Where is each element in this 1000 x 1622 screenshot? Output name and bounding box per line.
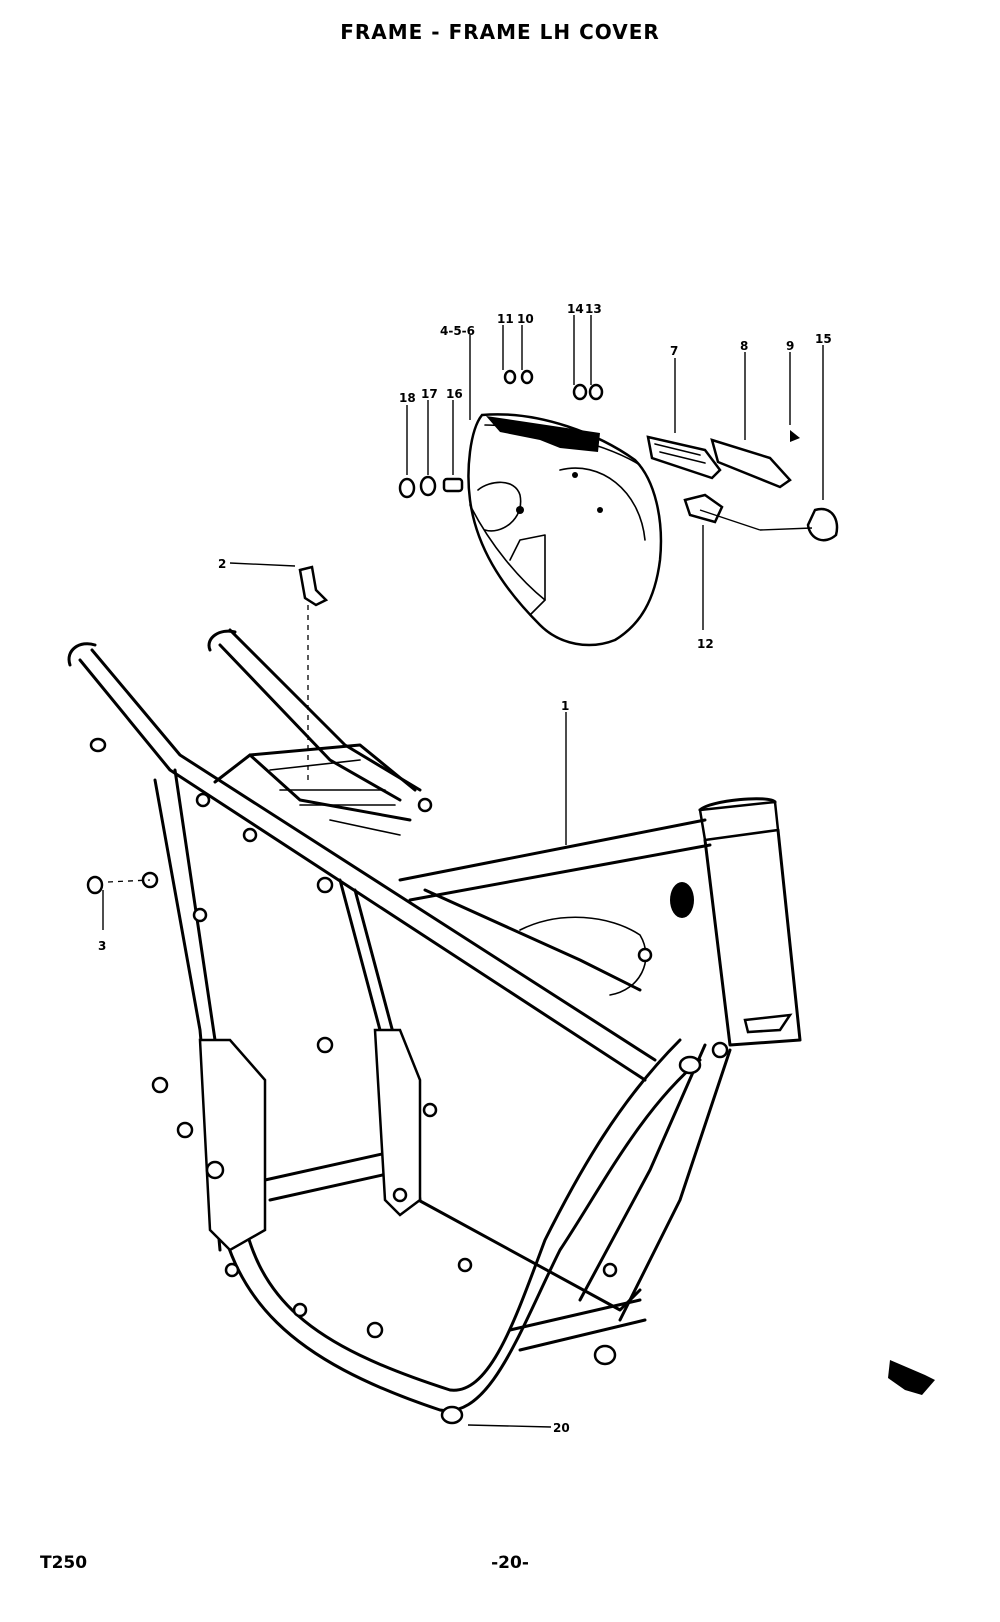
leader-lines <box>102 315 824 1428</box>
callout-3: 3 <box>98 939 106 953</box>
callout-15: 15 <box>815 332 832 346</box>
callout-18: 18 <box>399 391 416 405</box>
motorcycle-frame <box>67 628 802 1425</box>
callout-17: 17 <box>421 387 438 401</box>
callout-1: 1 <box>561 699 569 713</box>
callout-16: 16 <box>446 387 463 401</box>
callout-20: 20 <box>553 1421 570 1435</box>
callout-14: 14 <box>567 302 584 316</box>
page-title: FRAME - FRAME LH COVER <box>340 20 660 44</box>
callout-11: 11 <box>497 312 514 326</box>
part-2-clip <box>298 565 329 607</box>
model-code: T250 <box>40 1553 88 1573</box>
callout-7: 7 <box>670 344 678 358</box>
callout-13: 13 <box>585 302 602 316</box>
callout-2: 2 <box>218 557 226 571</box>
callout-12: 12 <box>697 637 714 651</box>
direction-arrow-icon <box>888 1360 935 1395</box>
callout-9: 9 <box>786 339 794 353</box>
cover-hardware <box>398 369 604 499</box>
callout-8: 8 <box>740 339 748 353</box>
page-number: -20- <box>491 1553 529 1573</box>
callout-labels: 1 2 3 4-5-6 7 8 9 10 11 12 13 14 15 16 1… <box>98 302 832 1435</box>
callout-10: 10 <box>517 312 534 326</box>
callout-4-5-6: 4-5-6 <box>440 324 475 338</box>
frame-lh-cover <box>467 413 663 647</box>
cover-emblem-strips <box>646 430 839 542</box>
